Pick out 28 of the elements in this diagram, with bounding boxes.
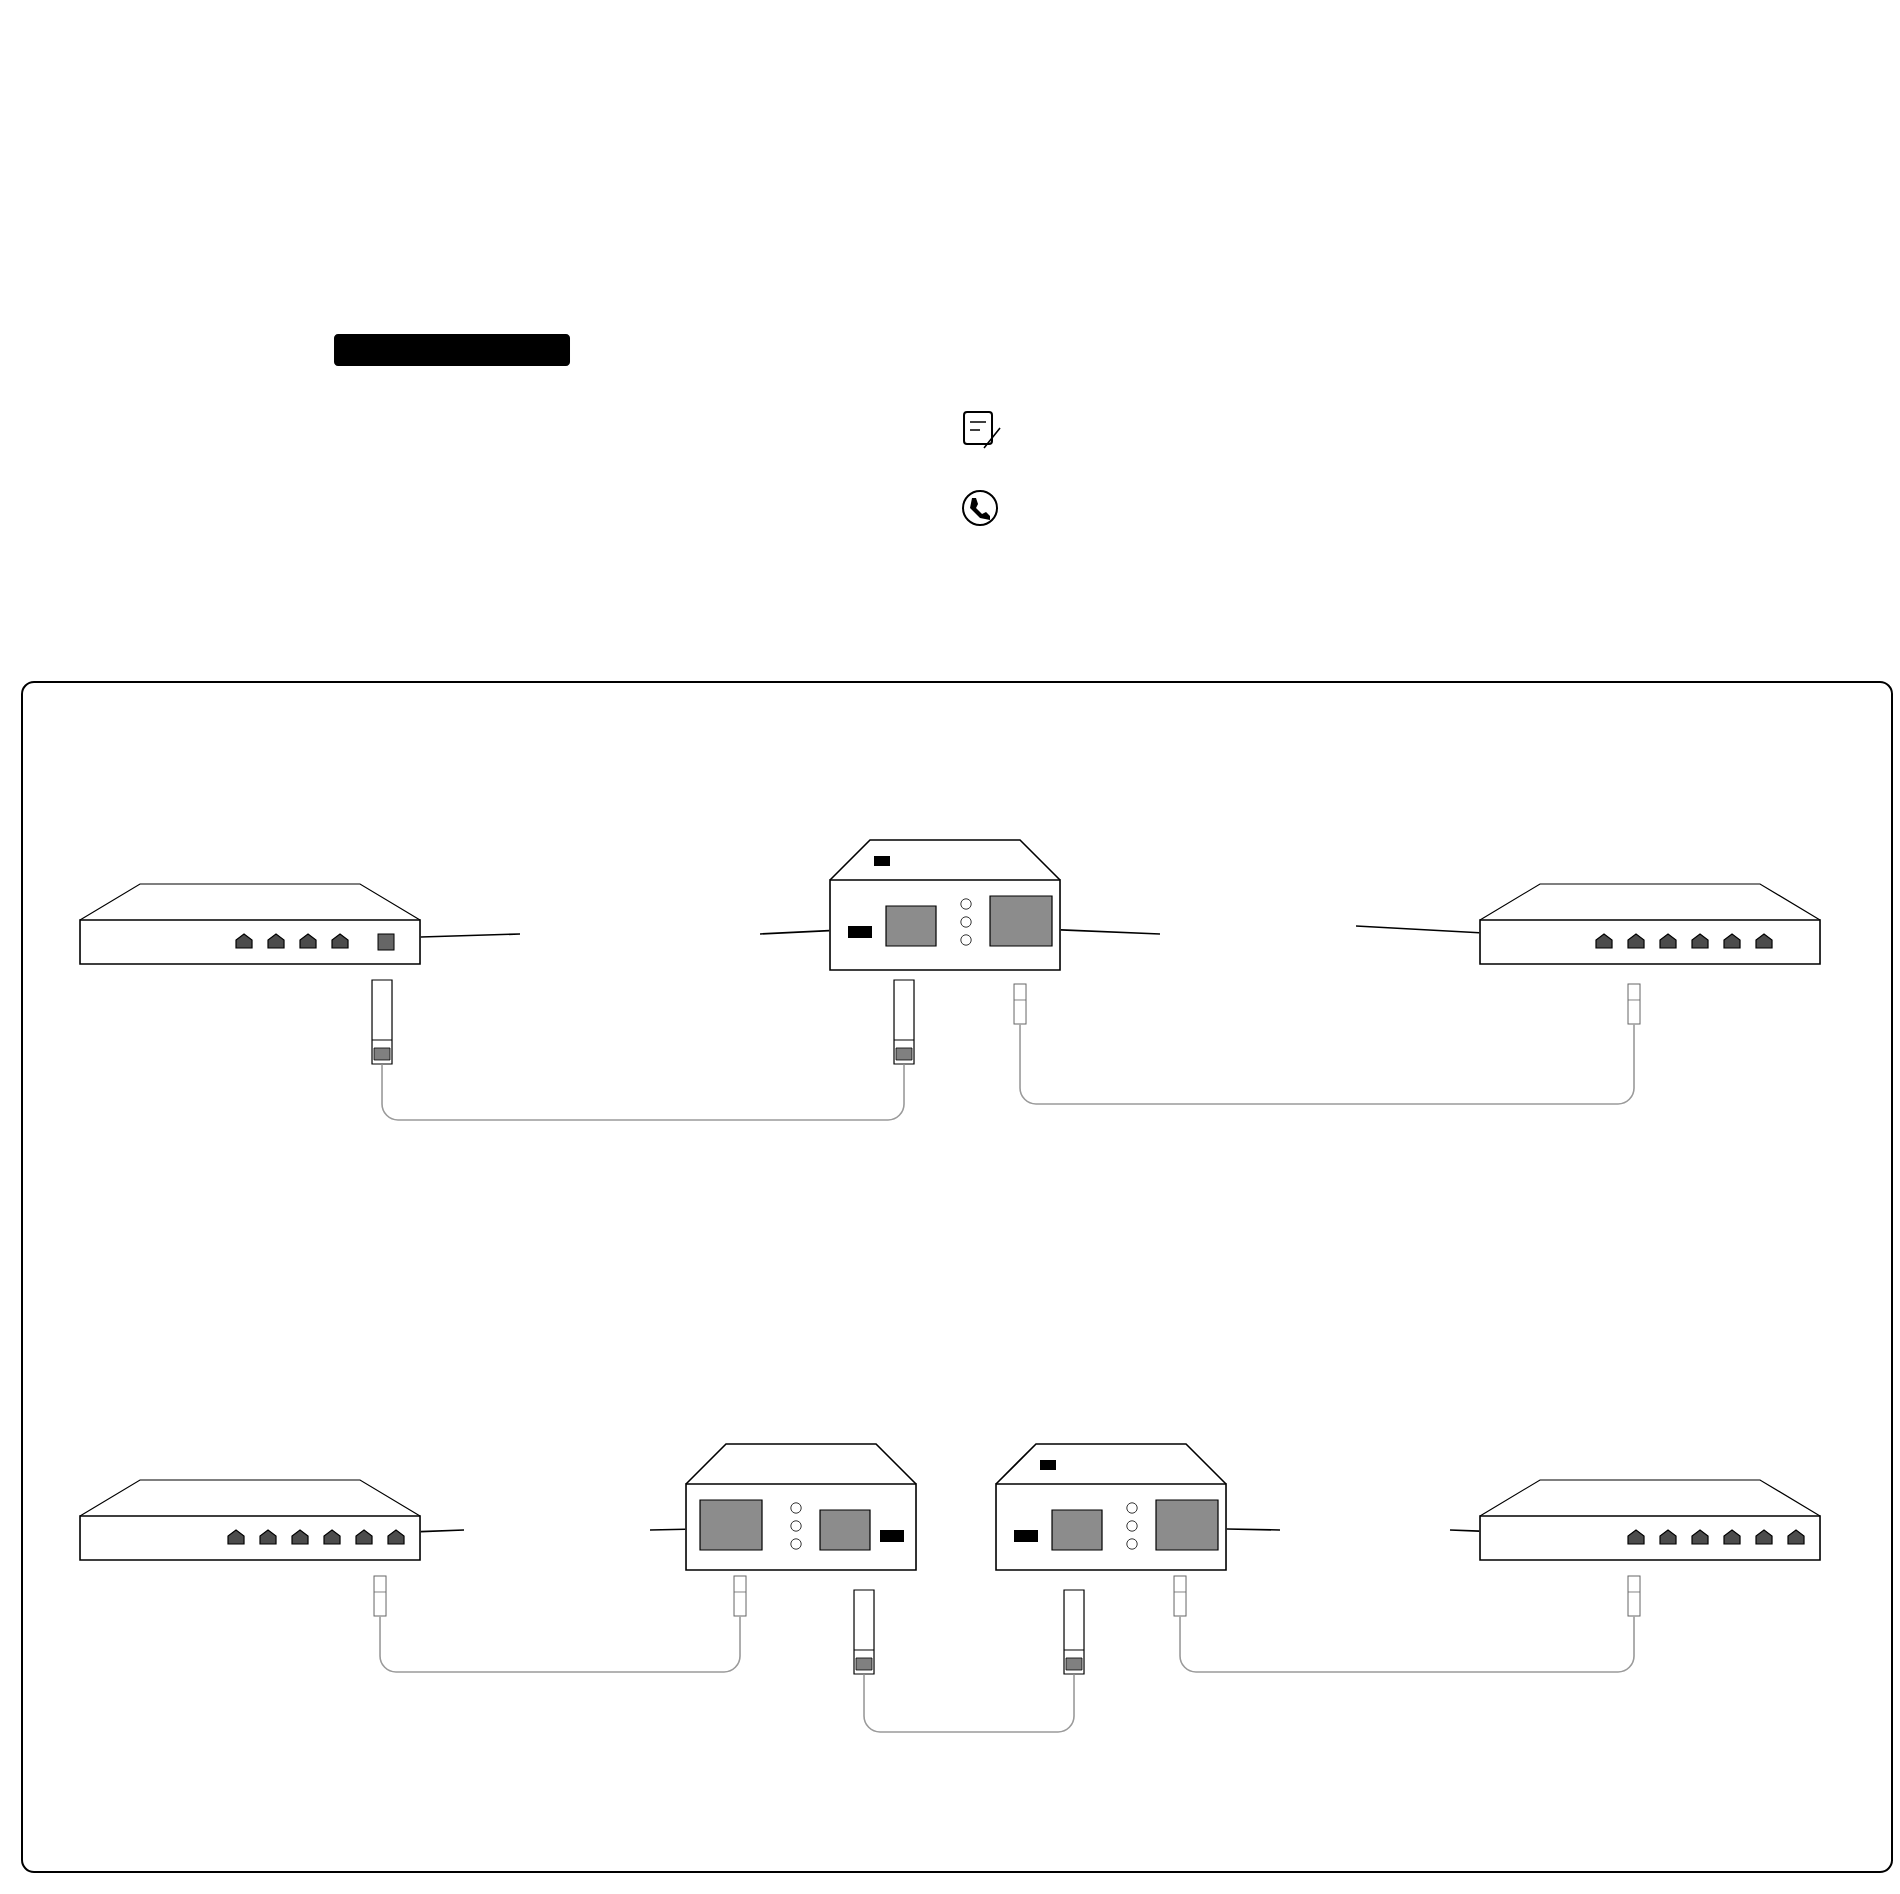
cable bbox=[1019, 1023, 1635, 1105]
transceiver-drawing bbox=[893, 979, 915, 1065]
heading-bar bbox=[334, 334, 570, 366]
cable bbox=[863, 1673, 1075, 1733]
ethernet-plug-drawing bbox=[373, 1575, 387, 1617]
router-drawing bbox=[1479, 883, 1821, 965]
router-drawing bbox=[79, 883, 421, 965]
transceiver-drawing bbox=[371, 979, 393, 1065]
ethernet-plug-drawing bbox=[1627, 1575, 1641, 1617]
cable bbox=[1179, 1615, 1635, 1673]
ethernet-plug-drawing bbox=[1627, 983, 1641, 1025]
router-drawing bbox=[1479, 1479, 1821, 1561]
leader-line bbox=[1060, 929, 1161, 935]
cable bbox=[379, 1615, 741, 1673]
transceiver-drawing bbox=[1063, 1589, 1085, 1675]
transceiver-drawing bbox=[853, 1589, 875, 1675]
router-drawing bbox=[79, 1479, 421, 1561]
leader-line bbox=[759, 929, 830, 935]
ethernet-plug-drawing bbox=[1173, 1575, 1187, 1617]
ethernet-plug-drawing bbox=[1013, 983, 1027, 1025]
ethernet-plug-drawing bbox=[733, 1575, 747, 1617]
leader-line bbox=[420, 933, 521, 938]
leader-line bbox=[1226, 1528, 1281, 1531]
leader-line bbox=[420, 1529, 465, 1533]
cable bbox=[381, 1063, 905, 1121]
leader-line bbox=[1449, 1529, 1480, 1532]
leader-line bbox=[649, 1528, 686, 1531]
leader-line bbox=[1355, 925, 1480, 934]
